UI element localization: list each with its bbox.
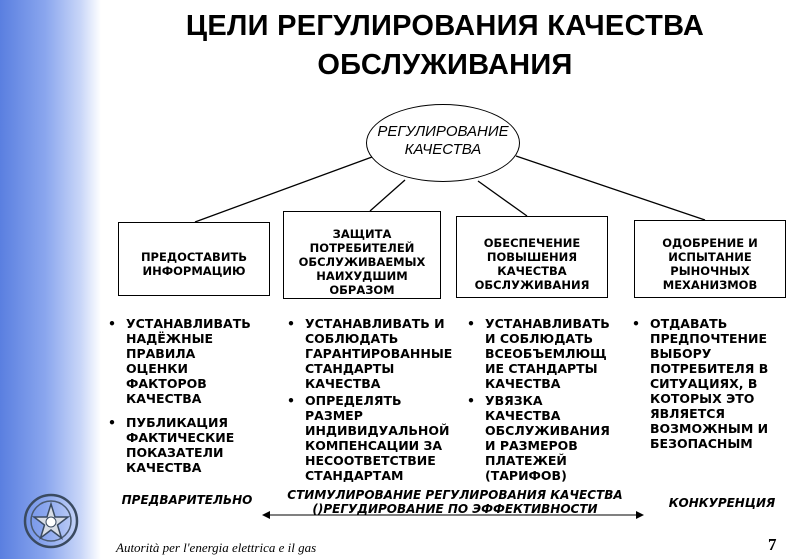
root-node-line-2: КАЧЕСТВА bbox=[404, 141, 482, 158]
root-node-oval bbox=[366, 104, 520, 182]
column-3: УСТАНАВЛИВАТЬ И СОБЛЮДАТЬ ВСЕОБЪЕМЛЮЩ ИЕ… bbox=[467, 316, 627, 483]
page-title-line-1: ЦЕЛИ РЕГУЛИРОВАНИЯ КАЧЕСТВА bbox=[185, 10, 705, 42]
root-node-line-1: РЕГУЛИРОВАНИЕ bbox=[377, 123, 509, 140]
box-market-mechanisms-label: ОДОБРЕНИЕ И ИСПЫТАНИЕ РЫНОЧНЫХ МЕХАНИЗМО… bbox=[662, 236, 758, 292]
box-improve-quality-label: ОБЕСПЕЧЕНИЕ ПОВЫШЕНИЯ КАЧЕСТВА ОБСЛУЖИВА… bbox=[474, 236, 590, 292]
box-improve-quality bbox=[456, 216, 608, 298]
label-incentive-line-1: СТИМУЛИРОВАНИЕ РЕГУЛИРОВАНИЯ КАЧЕСТВА bbox=[287, 488, 623, 502]
bottom-arrow-left-head bbox=[262, 511, 270, 519]
box-protect-consumers-label: ЗАЩИТА ПОТРЕБИТЕЛЕЙ ОБСЛУЖИВАЕМЫХ НАИХУД… bbox=[298, 227, 426, 297]
box-provide-information-label: ПРЕДОСТАВИТЬ ИНФОРМАЦИЮ bbox=[140, 250, 248, 278]
label-competition: КОНКУРЕНЦИЯ bbox=[668, 496, 776, 510]
footer-organization: Autorità per l'energia elettrica e il ga… bbox=[116, 540, 317, 555]
column-1: УСТАНАВЛИВАТЬ НАДЁЖНЫЕ ПРАВИЛА ОЦЕНКИ ФА… bbox=[108, 316, 268, 475]
list-item: ПУБЛИКАЦИЯ ФАКТИЧЕСКИЕ ПОКАЗАТЕЛИ КАЧЕСТ… bbox=[108, 415, 268, 475]
box-protect-consumers bbox=[283, 211, 441, 299]
list-item: УСТАНАВЛИВАТЬ И СОБЛЮДАТЬ ВСЕОБЪЕМЛЮЩ ИЕ… bbox=[467, 316, 627, 391]
page-title-line-2: ОБСЛУЖИВАНИЯ bbox=[317, 49, 573, 81]
label-preliminary: ПРЕДВАРИТЕЛЬНО bbox=[121, 493, 253, 507]
box-provide-information bbox=[118, 222, 270, 296]
column-2: УСТАНАВЛИВАТЬ И СОБЛЮДАТЬ ГАРАНТИРОВАННЫ… bbox=[287, 316, 465, 483]
emblem-icon bbox=[23, 493, 79, 549]
sidebar-gradient bbox=[0, 0, 101, 559]
label-incentive-line-2: ()РЕГУДИРОВАНИЕ ПО ЭФФЕКТИВНОСТИ bbox=[312, 502, 598, 516]
bottom-arrow-right-head bbox=[636, 511, 644, 519]
list-item: ОТДАВАТЬ ПРЕДПОЧТЕНИЕ ВЫБОРУ ПОТРЕБИТЕЛЯ… bbox=[632, 316, 792, 451]
list-item: УСТАНАВЛИВАТЬ И СОБЛЮДАТЬ ГАРАНТИРОВАННЫ… bbox=[287, 316, 465, 391]
connector-line-2 bbox=[369, 179, 406, 212]
connector-line-1 bbox=[194, 156, 373, 223]
page-number: 7 bbox=[768, 535, 777, 554]
connector-line-4 bbox=[515, 155, 706, 221]
list-item: ОПРЕДЕЛЯТЬ РАЗМЕР ИНДИВИДУАЛЬНОЙ КОМПЕНС… bbox=[287, 393, 465, 483]
list-item: УВЯЗКА КАЧЕСТВА ОБСЛУЖИВАНИЯ И РАЗМЕРОВ … bbox=[467, 393, 627, 483]
column-4: ОТДАВАТЬ ПРЕДПОЧТЕНИЕ ВЫБОРУ ПОТРЕБИТЕЛЯ… bbox=[632, 316, 792, 451]
label-incentive-regulation: СТИМУЛИРОВАНИЕ РЕГУЛИРОВАНИЯ КАЧЕСТВА ()… bbox=[270, 488, 640, 516]
box-market-mechanisms bbox=[634, 220, 786, 298]
root-node-label: РЕГУЛИРОВАНИЕ КАЧЕСТВА bbox=[350, 123, 536, 159]
connector-line-3 bbox=[477, 180, 528, 217]
list-item: УСТАНАВЛИВАТЬ НАДЁЖНЫЕ ПРАВИЛА ОЦЕНКИ ФА… bbox=[108, 316, 268, 406]
